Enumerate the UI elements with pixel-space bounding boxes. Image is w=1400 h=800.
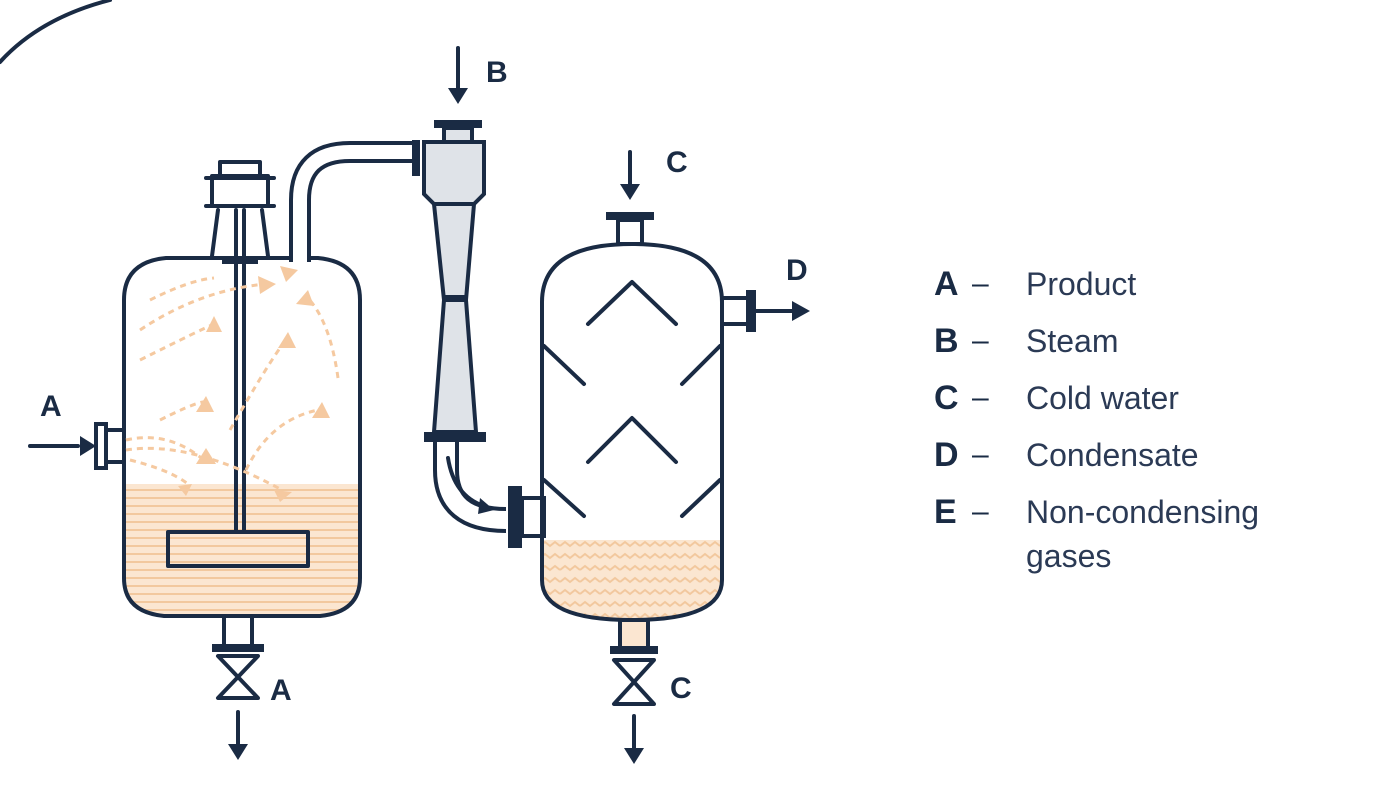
legend-text: Cold water (1026, 380, 1179, 416)
legend-text: Product (1026, 266, 1137, 302)
legend-item: C – Cold water (934, 376, 1346, 433)
water-level (542, 540, 722, 620)
label-steam-in: B (486, 56, 508, 89)
steam-flow-arrows (125, 266, 340, 502)
steam-ejector (422, 46, 546, 548)
label-water-in: C (666, 146, 688, 179)
legend-item: A – Product (934, 262, 1346, 319)
label-product-in: A (40, 390, 62, 423)
condenser-vessel (540, 150, 810, 764)
legend-key: B (934, 322, 959, 360)
legend-item: D – Condensate (934, 433, 1346, 490)
product-vessel (28, 160, 362, 760)
legend-key: C (934, 379, 959, 417)
label-water-out: C (670, 672, 692, 705)
legend-dash: – (972, 495, 989, 528)
label-condensate-out: D (786, 254, 808, 287)
legend-text: Non-condensing gases (1026, 494, 1260, 574)
legend-text: Steam (1026, 323, 1119, 359)
legend-key: A (934, 265, 959, 303)
legend: A – Product B – Steam C – Cold water D –… (934, 262, 1346, 578)
label-product-out: A (270, 674, 292, 707)
legend-dash: – (972, 324, 989, 357)
legend-item: E – Non-condensing gases (934, 490, 1346, 578)
legend-dash: – (972, 438, 989, 471)
decorative-arc (0, 0, 112, 64)
legend-key: E (934, 493, 957, 531)
legend-text: Condensate (1026, 437, 1199, 473)
legend-item: B – Steam (934, 319, 1346, 376)
legend-dash: – (972, 381, 989, 414)
legend-dash: – (972, 267, 989, 300)
legend-key: D (934, 436, 959, 474)
